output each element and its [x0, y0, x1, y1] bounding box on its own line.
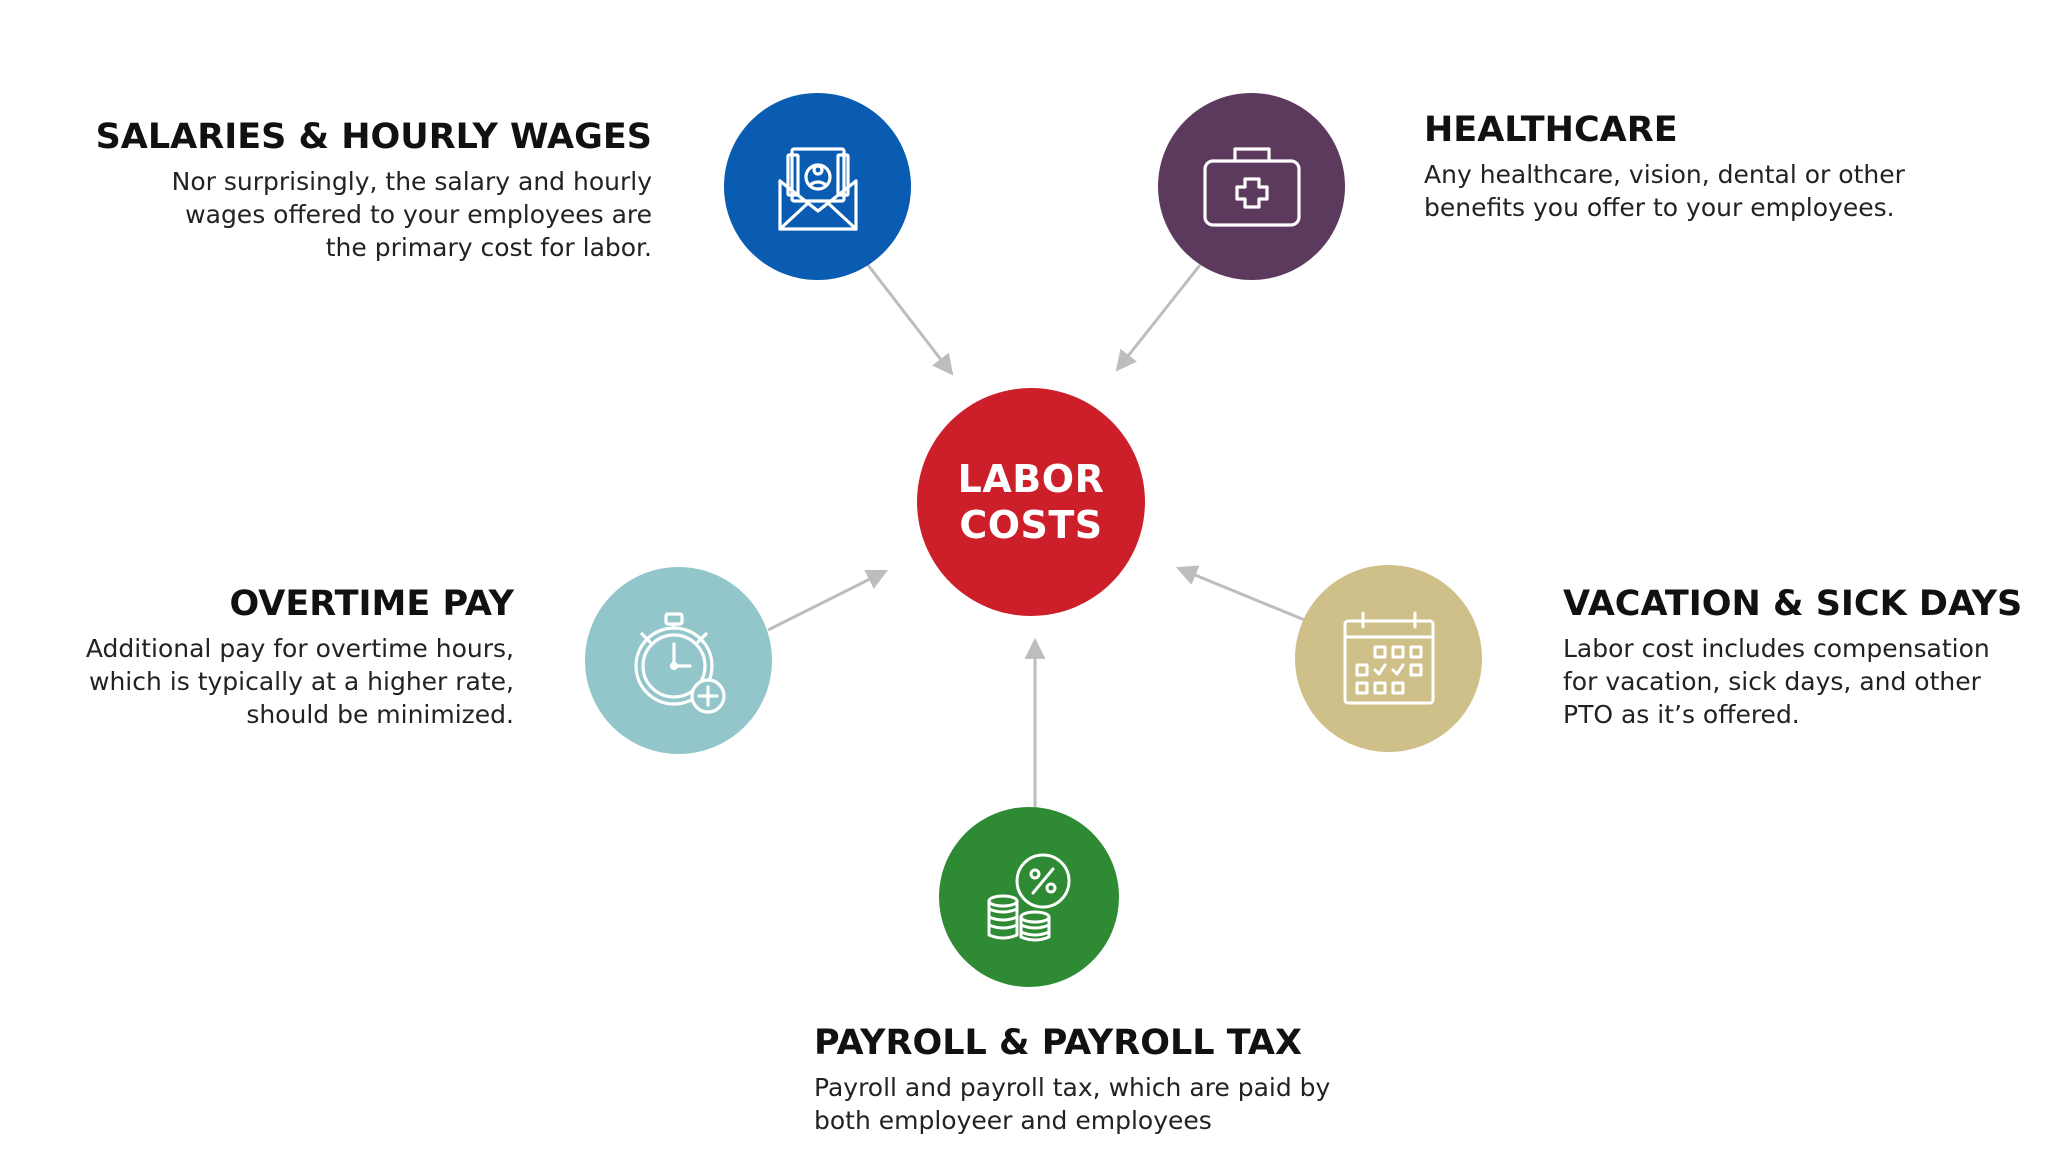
arrow-overtime	[767, 569, 888, 632]
overtime-text-block: OVERTIME PAY Additional pay for overtime…	[86, 582, 514, 731]
overtime-circle	[585, 567, 772, 754]
arrow-healthcare	[1115, 264, 1202, 372]
salaries-desc-line2: wages offered to your employees are	[185, 200, 652, 229]
medical-kit-icon	[1202, 146, 1301, 227]
overtime-title: OVERTIME PAY	[229, 584, 514, 624]
vacation-title: VACATION & SICK DAYS	[1563, 584, 2023, 624]
stopwatch-plus-icon	[633, 611, 726, 714]
money-envelope-icon	[777, 146, 858, 231]
arrow-vacation	[1176, 565, 1308, 623]
payroll-text-block: PAYROLL & PAYROLL TAX Payroll and payrol…	[814, 1021, 1330, 1137]
center-label: LABOR COSTS	[958, 456, 1105, 548]
calendar-icon	[1343, 611, 1434, 704]
vacation-text-block: VACATION & SICK DAYS Labor cost includes…	[1563, 582, 2022, 731]
healthcare-text-block: HEALTHCARE Any healthcare, vision, denta…	[1424, 108, 1905, 224]
healthcare-desc-line2: benefits you offer to your employees.	[1424, 193, 1895, 222]
salaries-circle	[724, 93, 911, 280]
payroll-desc-line1: Payroll and payroll tax, which are paid …	[814, 1073, 1331, 1102]
payroll-title: PAYROLL & PAYROLL TAX	[814, 1023, 1302, 1063]
salaries-desc-line1: Nor surprisingly, the salary and hourly	[171, 167, 652, 196]
salaries-text-block: SALARIES & HOURLY WAGES Nor surprisingly…	[96, 115, 652, 264]
coins-percent-icon	[987, 853, 1071, 942]
salaries-title: SALARIES & HOURLY WAGES	[95, 117, 652, 157]
healthcare-circle	[1158, 93, 1345, 280]
center-label-line2: COSTS	[959, 503, 1103, 547]
vacation-desc-line3: PTO as it’s offered.	[1563, 700, 1800, 729]
healthcare-title: HEALTHCARE	[1424, 110, 1678, 150]
healthcare-desc-line1: Any healthcare, vision, dental or other	[1424, 160, 1905, 189]
arrow-salaries	[866, 264, 954, 376]
overtime-desc-line3: should be minimized.	[246, 700, 514, 729]
vacation-desc-line1: Labor cost includes compensation	[1563, 634, 1990, 663]
payroll-circle	[939, 807, 1119, 987]
overtime-desc-line1: Additional pay for overtime hours,	[85, 634, 514, 663]
overtime-desc-line2: which is typically at a higher rate,	[89, 667, 514, 696]
salaries-desc-line3: the primary cost for labor.	[325, 233, 652, 262]
center-label-line1: LABOR	[957, 457, 1105, 501]
vacation-desc-line2: for vacation, sick days, and other	[1563, 667, 1981, 696]
labor-costs-center-circle: LABOR COSTS	[917, 388, 1145, 616]
payroll-desc-line2: both employeer and employees	[814, 1106, 1212, 1135]
vacation-circle	[1295, 565, 1482, 752]
